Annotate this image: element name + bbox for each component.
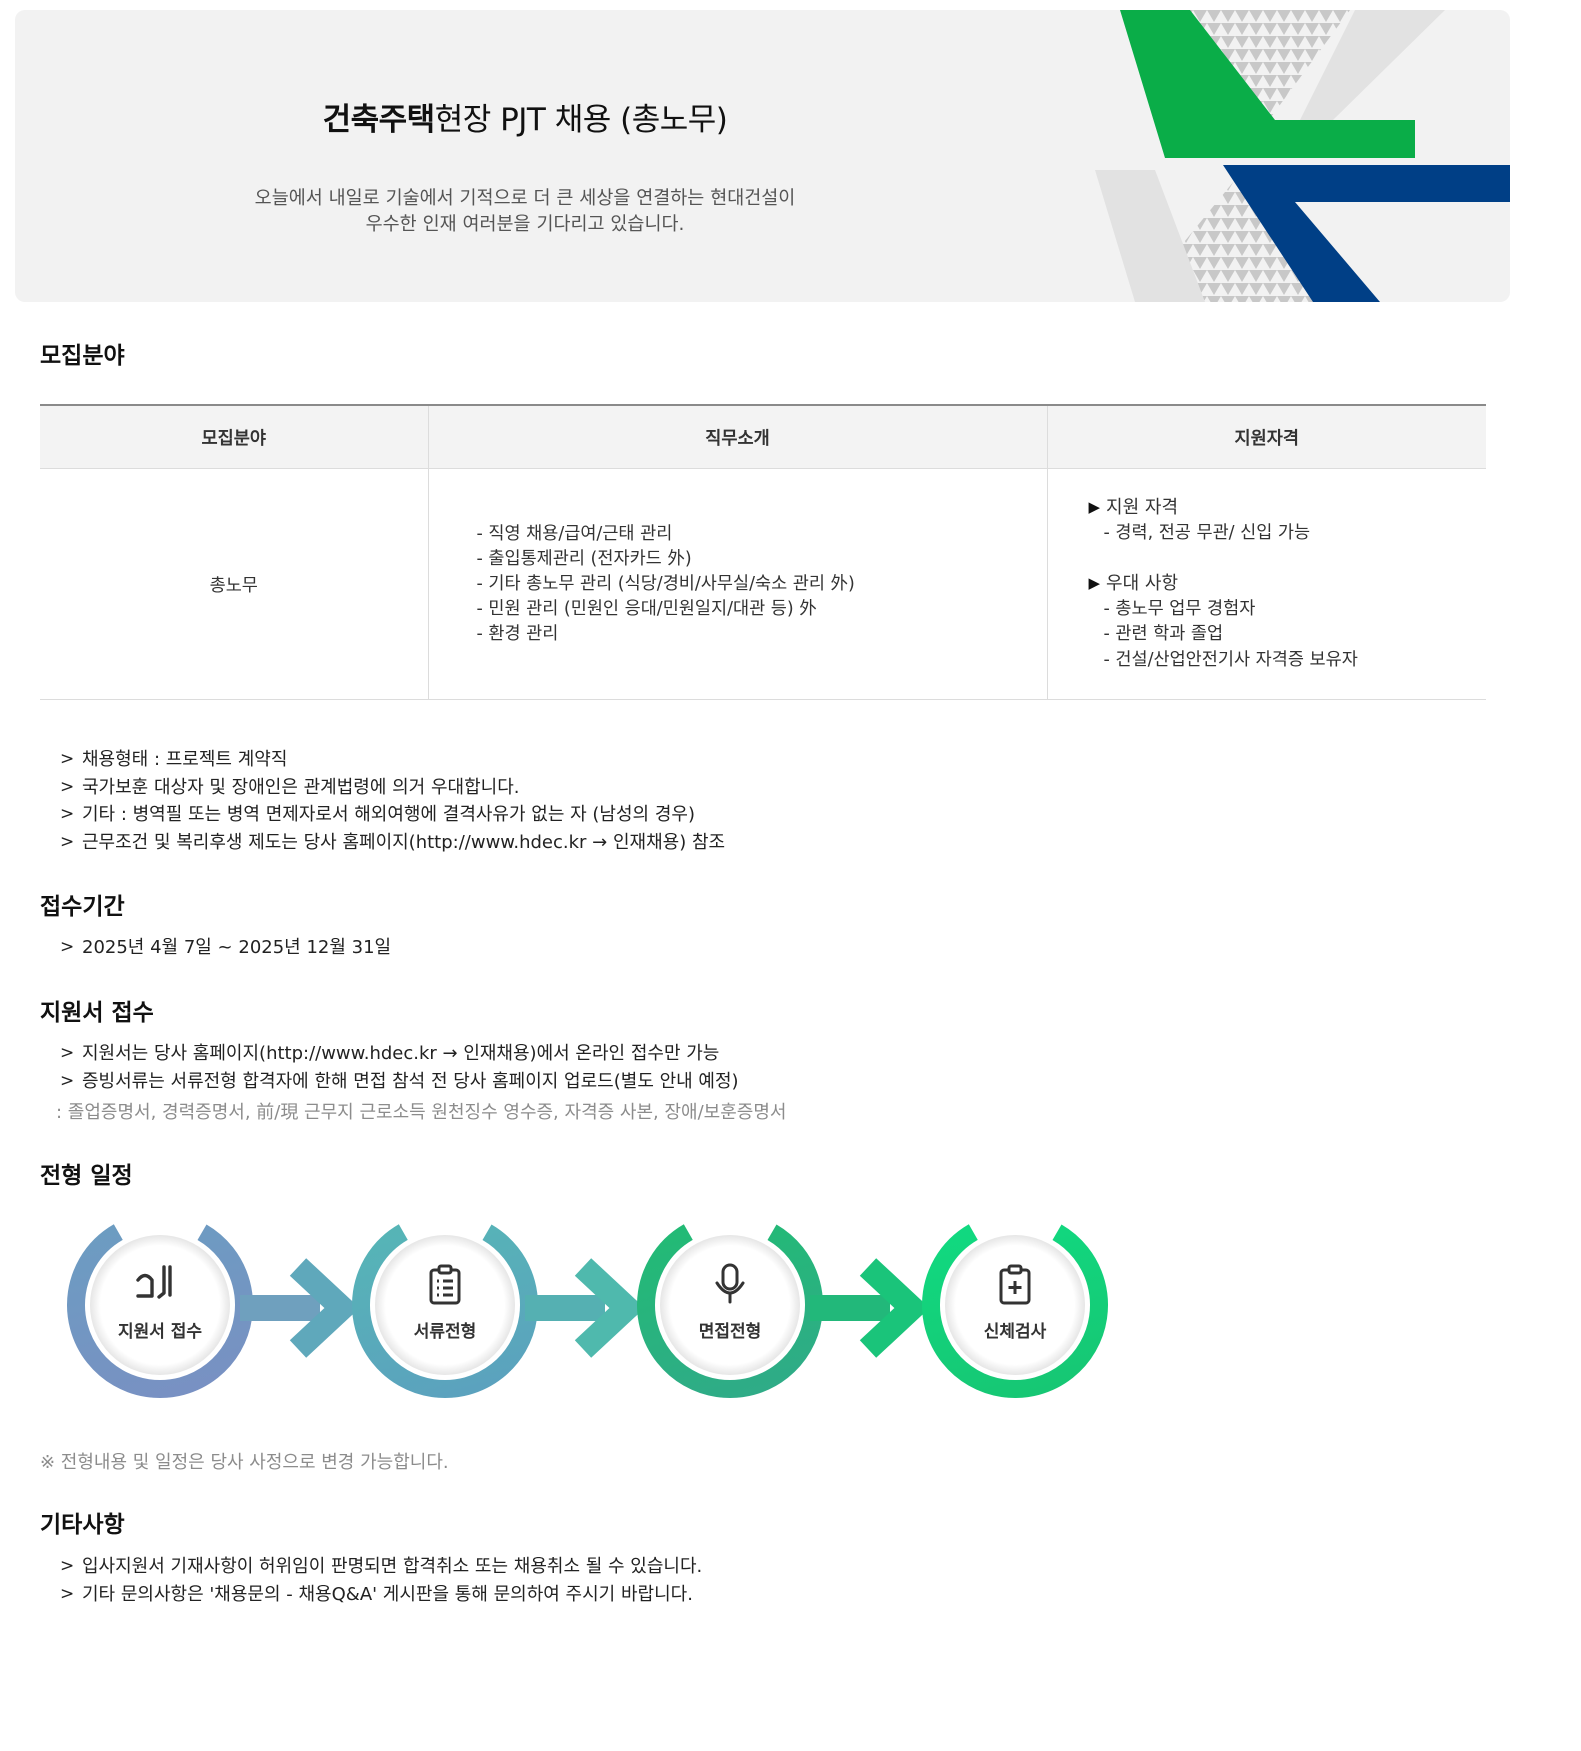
process-steps: 지원서 접수 서류전형 면접전형 xyxy=(67,1212,1108,1398)
step-label: 지원서 접수 xyxy=(118,1322,202,1342)
duty-cell: - 직영 채용/급여/근태 관리 - 출입통제관리 (전자카드 外) - 기타 … xyxy=(428,468,1048,700)
qualification-heading: ▶지원 자격 xyxy=(1089,495,1486,521)
microphone-icon xyxy=(715,1263,745,1304)
list-item: >채용형태 : 프로젝트 계약직 xyxy=(60,746,725,774)
list-item: - 직영 채용/급여/근태 관리 xyxy=(476,523,673,544)
company-logo-graphic xyxy=(1095,10,1510,302)
list-item: >국가보훈 대상자 및 장애인은 관계법령에 의거 우대합니다. xyxy=(60,774,725,802)
chevron-right-icon: > xyxy=(60,1556,75,1576)
step-medical-check: 신체검사 xyxy=(922,1212,1108,1398)
section-title-recruit: 모집분야 xyxy=(40,343,125,369)
recruit-notes: >채용형태 : 프로젝트 계약직 >국가보훈 대상자 및 장애인은 관계법령에 … xyxy=(60,746,725,856)
list-item: - 출입통제관리 (전자카드 外) xyxy=(476,548,692,569)
clipboard-list-icon xyxy=(429,1264,461,1305)
table-row: 총노무 - 직영 채용/급여/근태 관리 - 출입통제관리 (전자카드 外) -… xyxy=(40,468,1486,700)
list-item: - 민원 관리 (민원인 응대/민원일지/대관 등) 外 xyxy=(476,598,817,619)
list-item: - 총노무 업무 경험자 xyxy=(1103,598,1256,619)
table-header: 모집분야 xyxy=(40,405,429,469)
chevron-right-icon: > xyxy=(60,1043,75,1063)
period-list: >2025년 4월 7일 ~ 2025년 12월 31일 xyxy=(60,934,391,962)
pen-icon xyxy=(136,1265,172,1299)
section-title-schedule: 전형 일정 xyxy=(40,1163,133,1189)
hero-banner: 건축주택현장 PJT 채용 (총노무) 오늘에서 내일로 기술에서 기적으로 더… xyxy=(15,10,1510,302)
chevron-right-icon: > xyxy=(60,937,75,957)
application-list: >지원서는 당사 홈페이지(http://www.hdec.kr → 인재채용)… xyxy=(60,1040,739,1095)
chevron-right-icon: > xyxy=(60,1583,75,1604)
field-cell: 총노무 xyxy=(40,468,429,700)
list-item: >기타 : 병역필 또는 병역 면제자로서 해외여행에 결격사유가 없는 자 (… xyxy=(60,801,725,829)
table-header: 직무소개 xyxy=(428,405,1048,469)
duty-list: - 직영 채용/급여/근태 관리 - 출입통제관리 (전자카드 外) - 기타 … xyxy=(430,522,1046,647)
step-label: 면접전형 xyxy=(699,1321,762,1342)
list-item: >지원서는 당사 홈페이지(http://www.hdec.kr → 인재채용)… xyxy=(60,1040,739,1068)
list-item: - 경력, 전공 무관/ 신입 가능 xyxy=(1103,522,1311,543)
arrow-right-icon xyxy=(525,1258,645,1358)
chevron-right-icon: > xyxy=(60,776,75,797)
page-title: 건축주택현장 PJT 채용 (총노무) xyxy=(322,102,728,138)
step-label: 서류전형 xyxy=(414,1321,477,1342)
qualification-cell: ▶지원 자격 - 경력, 전공 무관/ 신입 가능 ▶우대 사항 - 총노무 업… xyxy=(1047,468,1486,700)
triangle-bullet-icon: ▶ xyxy=(1088,498,1101,516)
field-name: 총노무 xyxy=(209,575,258,596)
document-note: : 졸업증명서, 경력증명서, 前/現 근무지 근로소득 원천징수 영수증, 자… xyxy=(56,1102,787,1123)
table-header-row: 모집분야 직무소개 지원자격 xyxy=(40,405,1486,469)
table-header: 지원자격 xyxy=(1047,405,1486,469)
arrow-right-icon xyxy=(240,1258,360,1358)
chevron-right-icon: > xyxy=(60,1070,75,1091)
step-interview: 면접전형 xyxy=(637,1212,823,1398)
list-item: >입사지원서 기재사항이 허위임이 판명되면 합격취소 또는 채용취소 될 수 … xyxy=(60,1553,702,1581)
banner-subtitle-line: 우수한 인재 여러분을 기다리고 있습니다. xyxy=(365,214,685,235)
recruit-table: 모집분야 직무소개 지원자격 총노무 - 직영 채용/급여/근태 관리 - 출입… xyxy=(40,404,1486,700)
arrow-right-icon xyxy=(810,1258,930,1358)
list-item: >근무조건 및 복리후생 제도는 당사 홈페이지(http://www.hdec… xyxy=(60,829,725,857)
section-title-application: 지원서 접수 xyxy=(40,1000,154,1026)
list-item: - 관련 학과 졸업 xyxy=(1103,624,1224,644)
step-label: 신체검사 xyxy=(984,1322,1047,1342)
list-item: >기타 문의사항은 '채용문의 - 채용Q&A' 게시판을 통해 문의하여 주시… xyxy=(60,1581,702,1609)
banner-subtitle-line: 오늘에서 내일로 기술에서 기적으로 더 큰 세상을 연결하는 현대건설이 xyxy=(254,188,796,209)
chevron-right-icon: > xyxy=(60,831,75,852)
schedule-note: ※ 전형내용 및 일정은 당사 사정으로 변경 가능합니다. xyxy=(40,1452,449,1473)
list-item: >증빙서류는 서류전형 합격자에 한해 면접 참석 전 당사 홈페이지 업로드(… xyxy=(60,1068,739,1096)
banner-subtitle: 오늘에서 내일로 기술에서 기적으로 더 큰 세상을 연결하는 현대건설이 우수… xyxy=(15,186,1035,238)
section-title-period: 접수기간 xyxy=(40,894,125,920)
list-item: - 기타 총노무 관리 (식당/경비/사무실/숙소 관리 外) xyxy=(476,573,855,594)
step-application: 지원서 접수 xyxy=(67,1212,253,1398)
list-item: - 건설/산업안전기사 자격증 보유자 xyxy=(1103,649,1358,670)
section-title-etc: 기타사항 xyxy=(40,1512,125,1538)
chevron-right-icon: > xyxy=(60,749,75,769)
clipboard-plus-icon xyxy=(999,1264,1031,1305)
preference-heading: ▶우대 사항 xyxy=(1089,571,1486,597)
list-item: >2025년 4월 7일 ~ 2025년 12월 31일 xyxy=(60,934,391,962)
etc-list: >입사지원서 기재사항이 허위임이 판명되면 합격취소 또는 채용취소 될 수 … xyxy=(60,1553,702,1608)
triangle-bullet-icon: ▶ xyxy=(1088,574,1101,592)
chevron-right-icon: > xyxy=(60,804,75,824)
step-document-screening: 서류전형 xyxy=(352,1212,538,1398)
list-item: - 환경 관리 xyxy=(476,623,559,644)
